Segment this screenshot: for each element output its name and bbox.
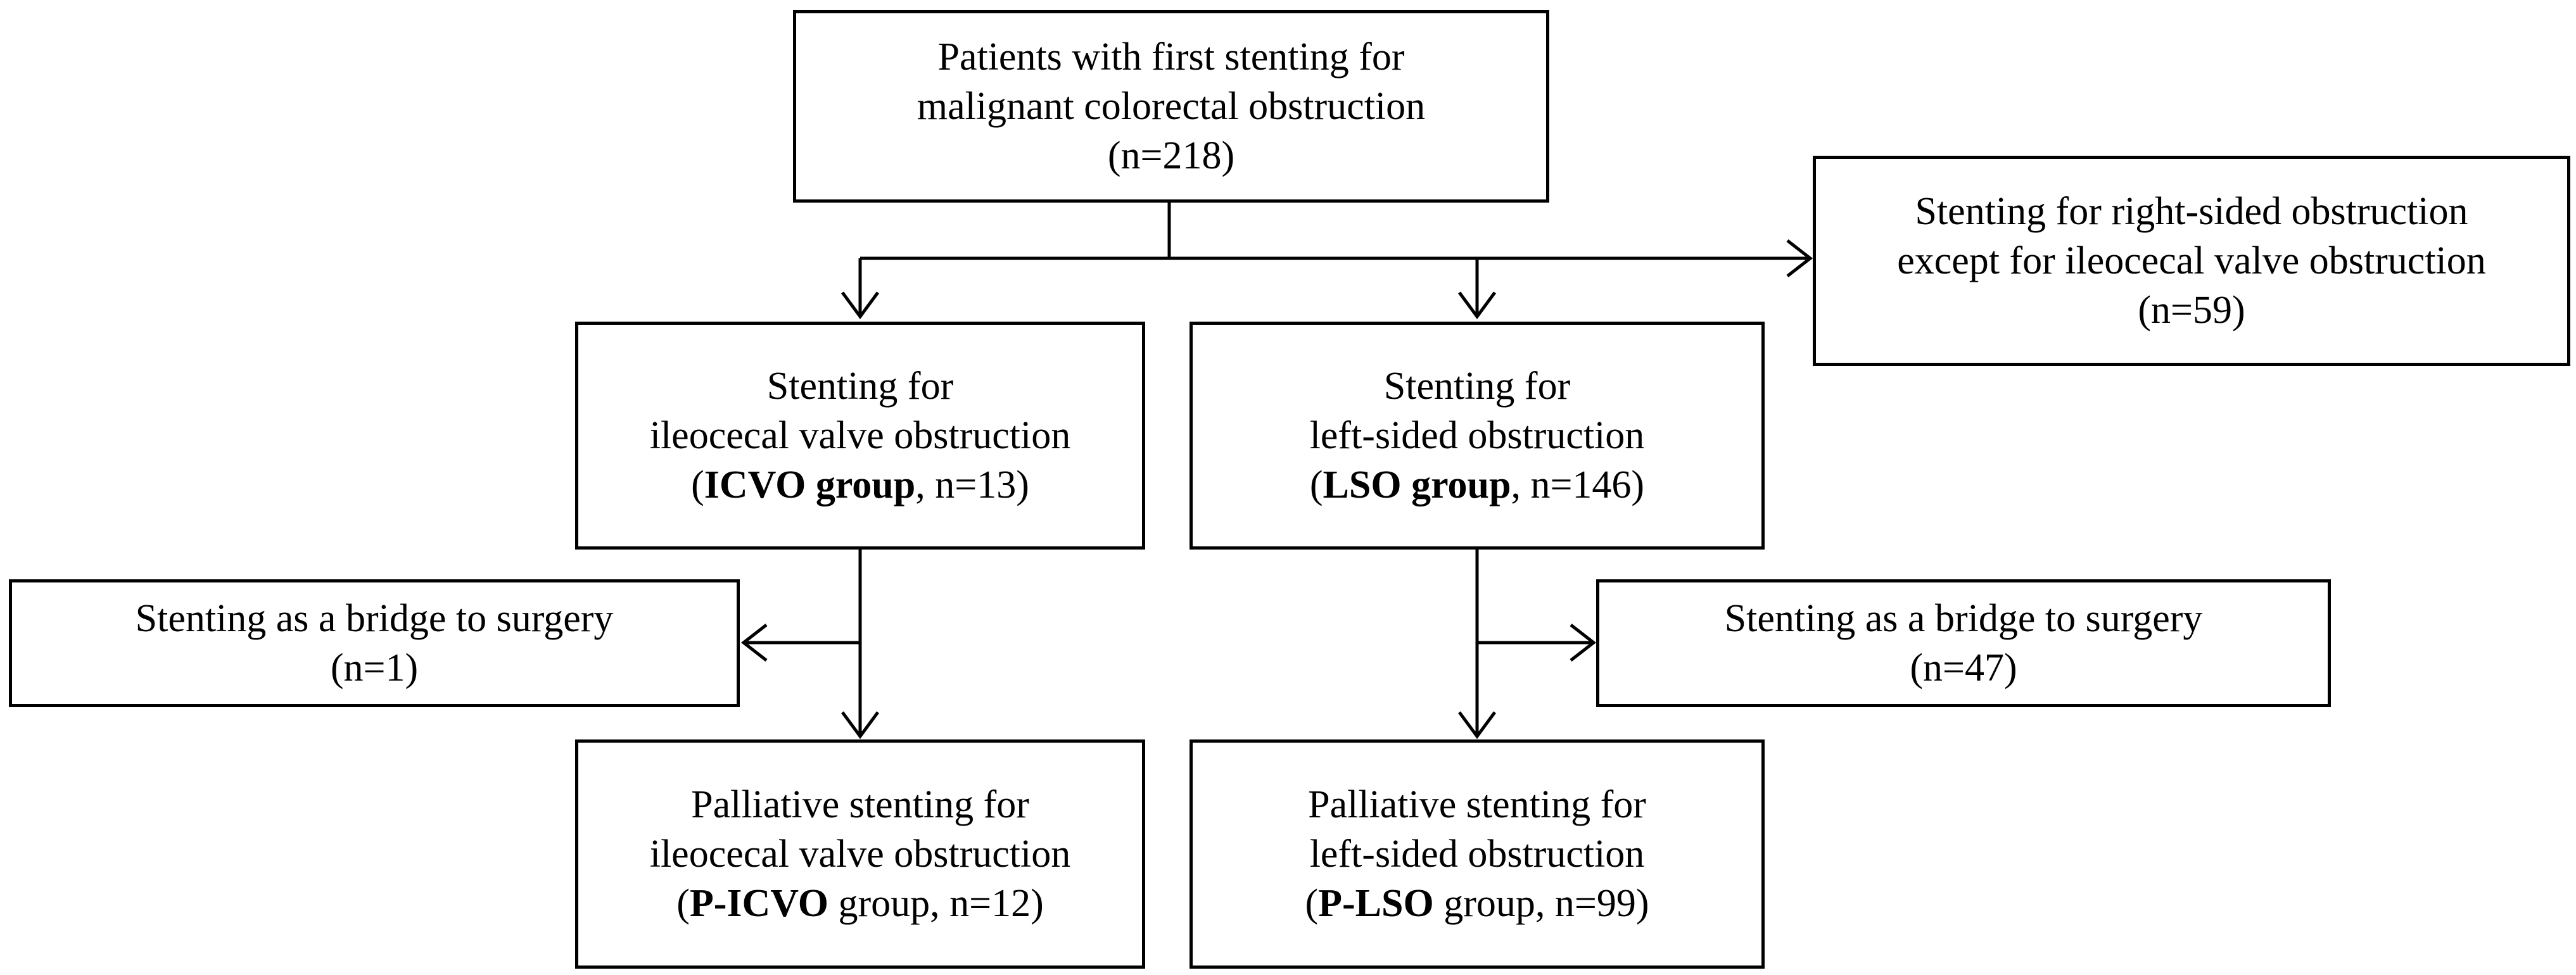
p-icvo-box-line2: ileocecal valve obstruction [649, 833, 1071, 876]
arrowhead-icvo [841, 291, 880, 320]
p-lso-group-name: P-LSO [1318, 882, 1434, 925]
lso-bridge-count: (n=47) [1910, 646, 2017, 689]
p-icvo-group-name: P-ICVO [689, 882, 829, 925]
lso-bridge-box: Stenting as a bridge to surgery (n=47) [1596, 579, 2331, 707]
icvo-bridge-count: (n=1) [330, 646, 419, 689]
lso-box-line1: Stenting for [1383, 365, 1571, 408]
arrowhead-lso [1457, 291, 1497, 320]
arrowhead-right-sided [1786, 239, 1813, 277]
start-box-line1: Patients with first stenting for [937, 35, 1405, 79]
lso-box-line2: left-sided obstruction [1309, 414, 1645, 457]
arrowhead-icvo-bridge [740, 624, 768, 662]
p-icvo-prefix: ( [676, 882, 690, 925]
p-icvo-count: group, n=12) [828, 882, 1044, 925]
p-icvo-box-group-line: (P-ICVO group, n=12) [676, 879, 1044, 928]
start-box-line2: malignant colorectal obstruction [917, 85, 1426, 128]
p-lso-box-group-line: (P-LSO group, n=99) [1305, 879, 1649, 928]
icvo-box-line2: ileocecal valve obstruction [649, 414, 1071, 457]
icvo-group-name: ICVO group [704, 463, 916, 506]
start-box: Patients with first stenting for maligna… [793, 10, 1549, 203]
lso-prefix: ( [1309, 463, 1323, 506]
icvo-count: , n=13) [915, 463, 1029, 506]
p-lso-group-box: Palliative stenting for left-sided obstr… [1190, 739, 1765, 969]
icvo-bridge-box: Stenting as a bridge to surgery (n=1) [9, 579, 740, 707]
arrowhead-lso-bridge [1570, 624, 1597, 662]
start-box-count: (n=218) [1107, 134, 1235, 177]
lso-group-name: LSO group [1323, 463, 1511, 506]
icvo-bridge-line1: Stenting as a bridge to surgery [135, 597, 614, 640]
lso-box-group-line: (LSO group, n=146) [1310, 460, 1644, 510]
right-sided-box: Stenting for right-sided obstruction exc… [1813, 156, 2570, 366]
p-lso-box-line2: left-sided obstruction [1309, 833, 1645, 876]
lso-bridge-line1: Stenting as a bridge to surgery [1724, 597, 2203, 640]
lso-group-box: Stenting for left-sided obstruction (LSO… [1190, 322, 1765, 550]
p-lso-prefix: ( [1305, 882, 1319, 925]
arrowhead-p-icvo [841, 711, 880, 739]
right-sided-box-count: (n=59) [2138, 289, 2245, 332]
right-sided-box-line1: Stenting for right-sided obstruction [1915, 190, 2468, 233]
p-icvo-box-line1: Palliative stenting for [691, 783, 1029, 826]
icvo-box-line1: Stenting for [766, 365, 954, 408]
p-lso-count: group, n=99) [1433, 882, 1649, 925]
icvo-prefix: ( [691, 463, 704, 506]
p-icvo-group-box: Palliative stenting for ileocecal valve … [575, 739, 1145, 969]
icvo-box-group-line: (ICVO group, n=13) [691, 460, 1029, 510]
icvo-group-box: Stenting for ileocecal valve obstruction… [575, 322, 1145, 550]
lso-count: , n=146) [1511, 463, 1645, 506]
p-lso-box-line1: Palliative stenting for [1308, 783, 1646, 826]
arrowhead-p-lso [1457, 711, 1497, 739]
right-sided-box-line2: except for ileocecal valve obstruction [1897, 239, 2486, 282]
